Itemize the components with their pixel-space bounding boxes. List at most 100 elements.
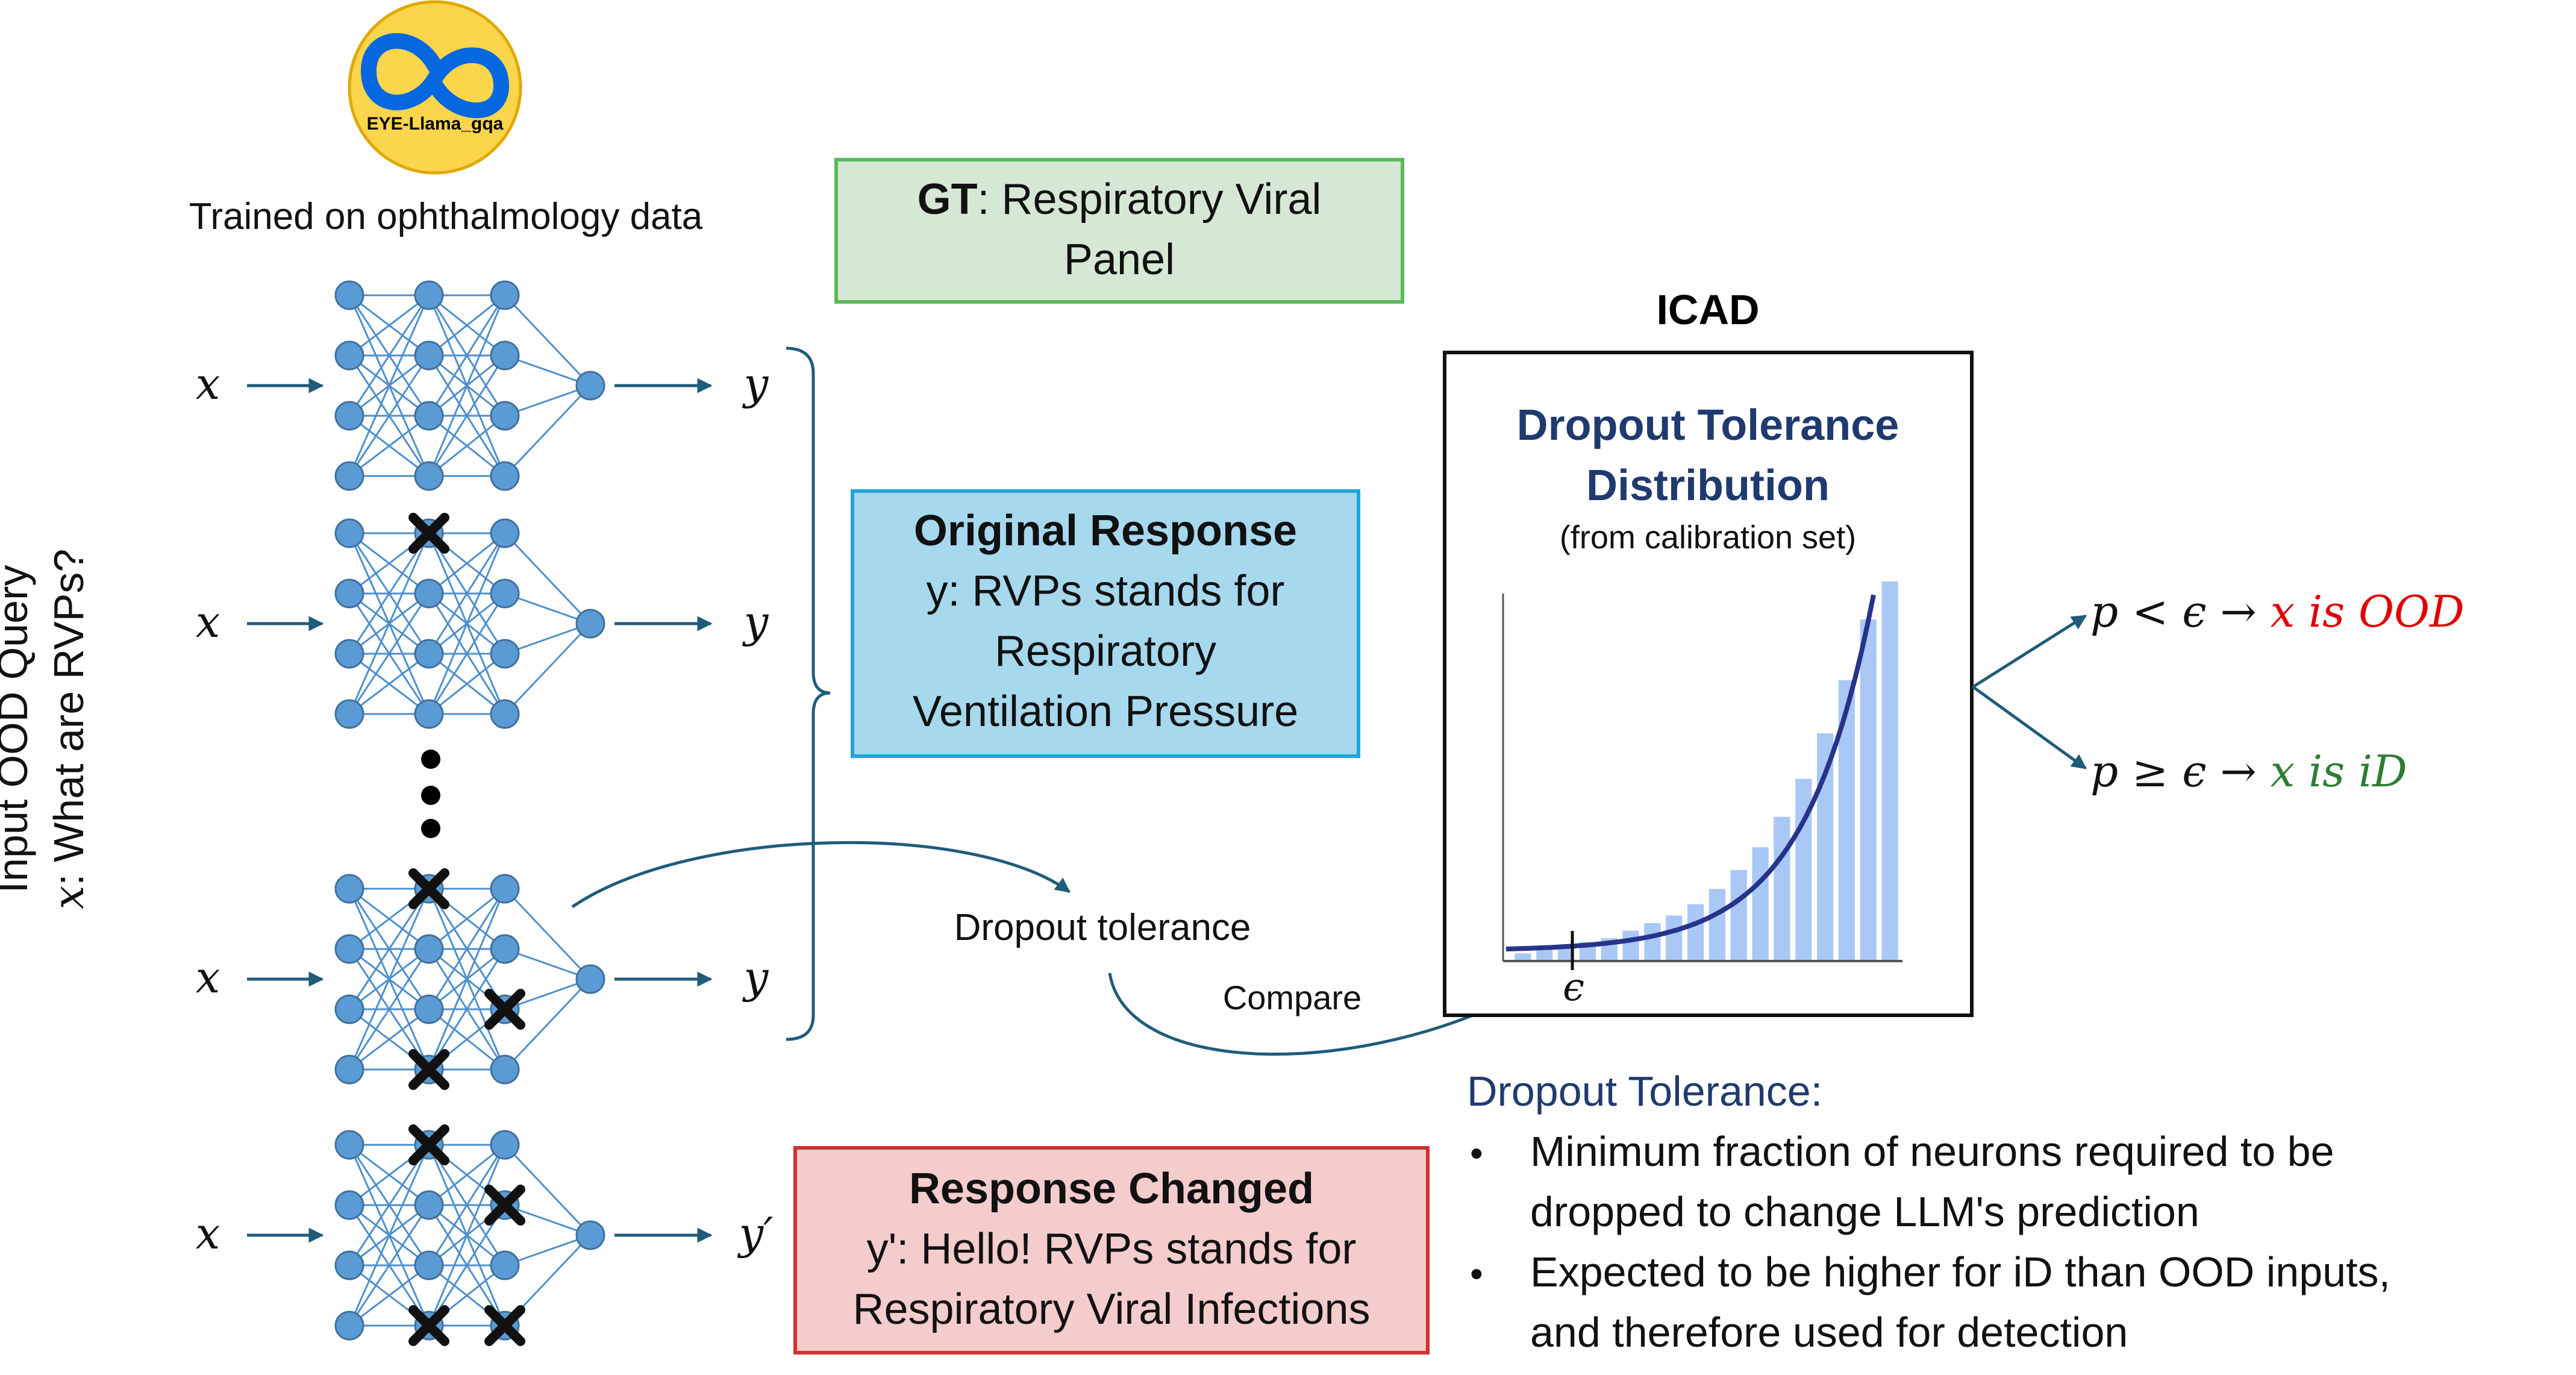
original-response-line2: Respiratory — [995, 627, 1216, 675]
neuron-node — [334, 1054, 364, 1085]
network-edge — [428, 888, 505, 950]
network-edge — [348, 295, 430, 477]
dropped-neuron-mark — [408, 513, 449, 554]
response-changed-line1: y': Hello! RVPs stands for — [867, 1225, 1357, 1273]
ood-branch-arrow — [1972, 614, 2087, 689]
network-edge — [504, 622, 591, 655]
network-edge — [428, 532, 505, 595]
icad-box: Dropout Tolerance Distribution (from cal… — [1443, 351, 1974, 1017]
output-variable: y — [742, 952, 769, 1003]
original-response-line1: y: RVPs stands for — [927, 567, 1285, 615]
neuron-node — [490, 1250, 520, 1280]
histogram-bar — [1644, 923, 1661, 961]
input-query-line2: x: What are RVPs? — [44, 549, 93, 909]
bullet-1-line1: Minimum fraction of neurons required to … — [1530, 1128, 2334, 1175]
neuron-node — [414, 1250, 444, 1280]
neuron-node — [490, 340, 520, 371]
network-edge — [348, 355, 430, 477]
dropped-neuron-mark — [408, 868, 449, 909]
neuron-node — [334, 874, 364, 904]
network-edge — [504, 978, 591, 1010]
ood-decision: p < ϵ → x is OOD — [2090, 586, 2465, 637]
epsilon-label: ϵ — [1563, 965, 1584, 1010]
dropped-neuron-mark — [484, 1305, 525, 1346]
neuron-node — [490, 874, 520, 904]
input-query-line1: Input OOD Query — [0, 565, 36, 894]
id-branch-arrow — [1972, 685, 2087, 770]
neuron-node — [490, 518, 520, 548]
original-response-line3: Ventilation Pressure — [913, 688, 1298, 736]
neuron-node — [414, 401, 444, 431]
response-changed-box: Response Changed y': Hello! RVPs stands … — [793, 1146, 1430, 1355]
original-response-title: Original Response — [914, 507, 1297, 555]
model-caption: Trained on ophthalmology data — [189, 196, 703, 237]
dropped-neuron-mark — [408, 1049, 449, 1090]
neuron-node — [414, 1190, 444, 1220]
dropout-tolerance-label: Dropout tolerance — [954, 907, 1251, 948]
network-edge — [504, 888, 592, 980]
model-logo: EYE-Llama_gqa — [348, 0, 522, 175]
neuron-node — [490, 280, 520, 310]
icad-heading-line1: Dropout Tolerance — [1517, 401, 1899, 449]
network-edge — [428, 888, 506, 1010]
network-edge — [348, 1144, 430, 1326]
network-edge — [504, 1234, 591, 1267]
network-edge — [349, 1008, 430, 1071]
network-edge — [428, 355, 506, 477]
neuron-node — [414, 340, 444, 371]
output-neuron-node — [575, 371, 605, 401]
histogram-bar — [1860, 619, 1877, 961]
input-variable: x — [196, 1208, 220, 1259]
network-edge — [348, 533, 430, 715]
network-edge — [504, 1144, 592, 1236]
bullet-2-line1: Expected to be higher for iD than OOD in… — [1530, 1248, 2390, 1295]
network-edge — [348, 533, 430, 654]
neuron-node — [414, 578, 444, 609]
neuron-node — [414, 461, 444, 491]
network-edge — [504, 592, 591, 625]
network-edge — [504, 978, 592, 1071]
network-edge — [348, 888, 430, 1010]
network-edge — [348, 1144, 430, 1266]
neuron-node — [334, 280, 364, 310]
network-edge — [428, 593, 506, 715]
input-variable: x — [196, 952, 220, 1003]
dropout-arrow — [571, 841, 1071, 909]
network-edge — [428, 295, 506, 416]
neuron-node — [490, 1130, 520, 1160]
neuron-node — [490, 934, 520, 964]
neuron-node — [414, 934, 444, 964]
neuron-node — [334, 401, 364, 431]
network-edge — [428, 653, 505, 715]
compare-label: Compare — [1223, 979, 1361, 1016]
network-edge — [428, 295, 506, 477]
input-query-label: Input OOD Query x: What are RVPs? — [0, 549, 93, 909]
neuron-node — [414, 699, 444, 729]
ground-truth-box: GT: Respiratory Viral Panel — [834, 158, 1404, 304]
ellipsis-dots — [421, 750, 440, 838]
output-brace — [786, 346, 831, 1041]
network-edge — [348, 1204, 430, 1326]
neuron-node — [334, 699, 364, 729]
neuron-node — [490, 578, 520, 609]
histogram-bar — [1774, 816, 1790, 961]
dropped-neuron-mark — [408, 1305, 449, 1346]
output-neuron-node — [575, 1220, 605, 1250]
icad-heading-line2: Distribution — [1586, 462, 1830, 510]
id-decision: p ≥ ϵ → x is iD — [2090, 746, 2407, 797]
network-edge — [349, 653, 430, 715]
network-edge — [428, 533, 506, 654]
network-edge — [349, 294, 430, 357]
neuron-node — [334, 1250, 364, 1280]
dropped-neuron-mark — [484, 989, 525, 1030]
histogram-bar — [1708, 889, 1726, 961]
neuron-node — [334, 1190, 364, 1220]
logo-text: EYE-Llama_gqa — [367, 114, 504, 134]
network-edge — [348, 888, 430, 1070]
network-edge — [428, 888, 506, 1070]
